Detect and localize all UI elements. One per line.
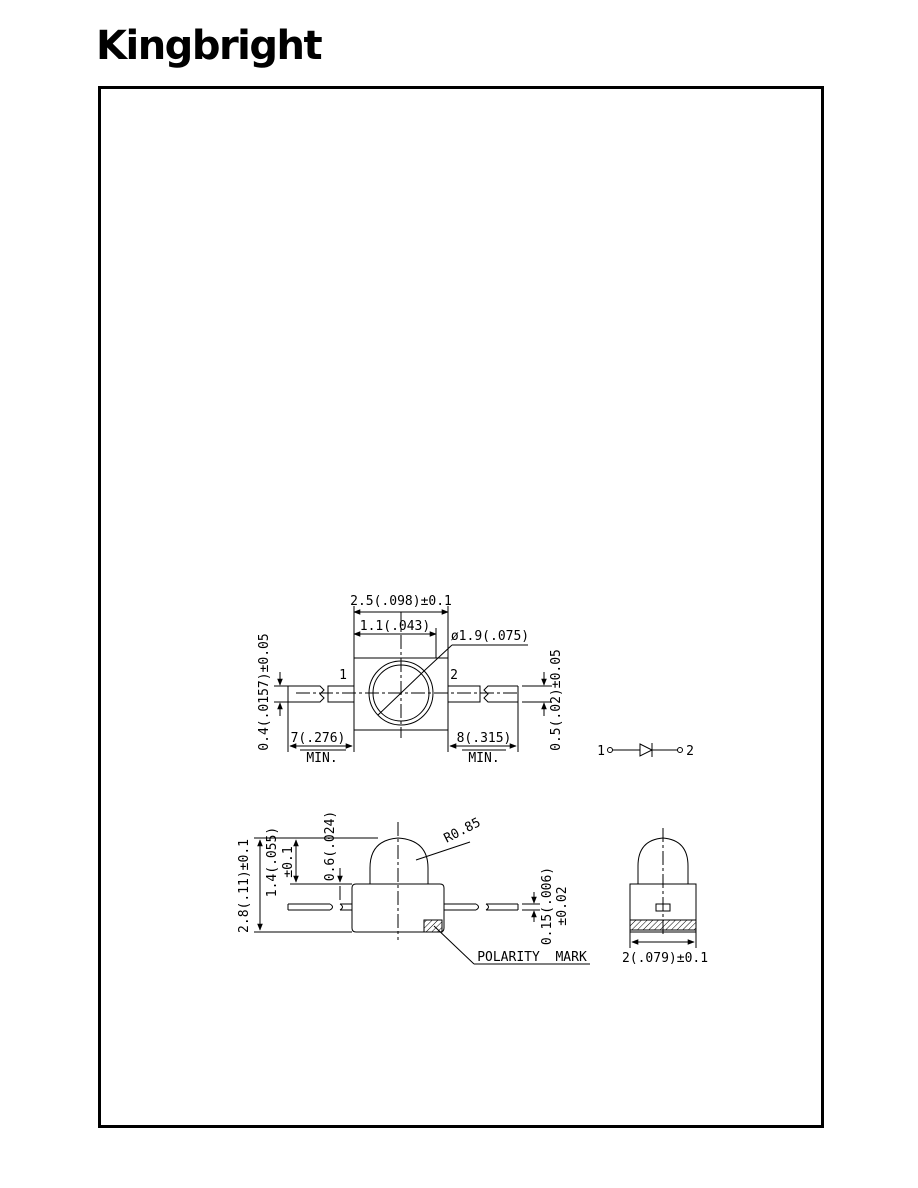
radius-leader [415, 841, 471, 861]
right-lead-outer [483, 685, 519, 703]
inner-width-label: 1.1(.043) [360, 619, 430, 634]
schematic-pin-2: 2 [686, 744, 694, 759]
body-height-label: 1.4(.055) [265, 827, 280, 897]
polarity-mark-label: POLARITY MARK [477, 950, 587, 965]
right-lead-inner [447, 685, 481, 703]
left-lead-inner [327, 685, 355, 703]
schematic-pin-1: 1 [597, 744, 605, 759]
side-view [254, 822, 590, 965]
pin-1-label: 1 [339, 668, 347, 683]
polarity-mark-hatch [423, 919, 443, 933]
lead-thickness-tol-label: ±0.02 [555, 886, 570, 925]
end-view [629, 828, 697, 948]
left-lead-min-label: MIN. [306, 751, 337, 766]
drawing-frame [98, 86, 824, 1128]
right-lead-thickness-label: 0.5(.02)±0.05 [549, 649, 564, 751]
diode-triangle [639, 743, 654, 757]
right-lead-length-label: 8(.315) [457, 731, 512, 746]
body-height-tol-label: ±0.1 [281, 846, 296, 877]
left-lead-length-label: 7(.276) [291, 731, 346, 746]
dome-radius-label: R0.85 [442, 815, 484, 846]
lens-diameter-label: ø1.9(.075) [451, 629, 529, 644]
pin-2-label: 2 [450, 668, 458, 683]
top-view [274, 606, 552, 752]
left-lead-outer [288, 685, 325, 703]
side-view-dome [369, 837, 429, 884]
lens-diameter-leader [423, 644, 453, 672]
end-view-width-label: 2(.079)±0.1 [622, 951, 708, 966]
overall-width-label: 2.5(.098)±0.1 [350, 594, 452, 609]
left-lead-thickness-label: 0.4(.0157)±0.05 [257, 633, 272, 750]
dome-height-label: 0.6(.024) [323, 811, 338, 881]
polarity-leader [433, 925, 475, 965]
right-lead-min-label: MIN. [468, 751, 499, 766]
lead-thickness-label: 0.15(.006) [540, 867, 555, 945]
kingbright-logo: Kingbright [96, 23, 323, 69]
overall-height-label: 2.8(.11)±0.1 [237, 839, 252, 933]
diode-schematic [607, 743, 683, 757]
